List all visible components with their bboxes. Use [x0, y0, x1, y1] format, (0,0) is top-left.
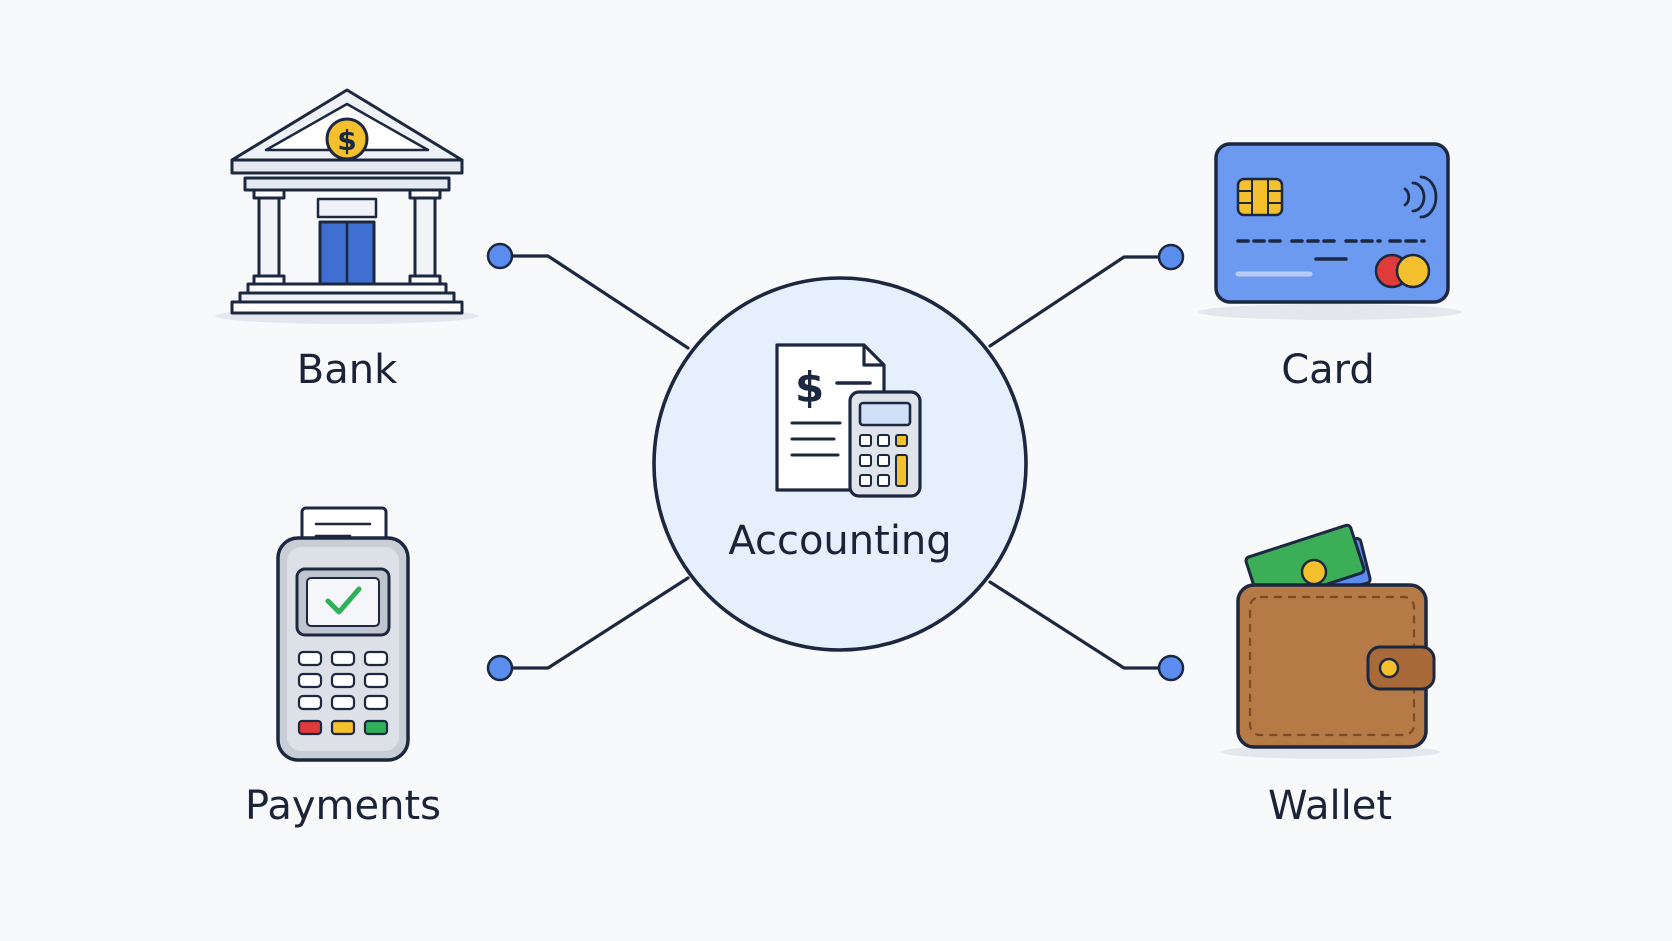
- wallet-label: Wallet: [1268, 783, 1392, 829]
- connector-payments: [500, 576, 690, 670]
- wallet-icon: [1220, 523, 1440, 759]
- wallet-clasp: [1366, 645, 1436, 691]
- payments-label: Payments: [245, 783, 441, 829]
- endpoint-card[interactable]: [1157, 243, 1185, 271]
- connector-endpoints: [486, 242, 1185, 682]
- bank-building-icon: $: [215, 88, 479, 324]
- contactless-icon: [1403, 175, 1438, 219]
- endpoint-bank[interactable]: [486, 242, 514, 270]
- card-chip-icon: [1236, 177, 1284, 217]
- connector-card: [988, 255, 1160, 348]
- endpoint-payments[interactable]: [486, 654, 514, 682]
- node-card[interactable]: Card: [1198, 142, 1462, 393]
- terminal-keypad: [297, 650, 389, 736]
- node-payments[interactable]: Payments: [245, 506, 441, 829]
- connector-bank: [500, 254, 690, 350]
- credit-card-icon: [1198, 142, 1462, 320]
- check-icon: [325, 586, 362, 615]
- invoice-dollar-sign: $: [795, 363, 824, 412]
- bank-coin-icon: [325, 117, 369, 161]
- card-label: Card: [1281, 347, 1375, 393]
- hub-node-accounting[interactable]: $ Accounting: [652, 276, 1028, 652]
- invoice-calculator-icon: $: [775, 343, 922, 498]
- node-bank[interactable]: $ Bank: [215, 88, 479, 393]
- bank-dollar-sign: $: [337, 124, 356, 157]
- connectors: [500, 254, 1160, 670]
- endpoint-wallet[interactable]: [1157, 654, 1185, 682]
- bank-label: Bank: [297, 347, 398, 393]
- connector-wallet: [988, 580, 1160, 670]
- hub-label: Accounting: [728, 518, 951, 564]
- node-wallet[interactable]: Wallet: [1220, 523, 1440, 829]
- payment-terminal-icon: [276, 506, 410, 762]
